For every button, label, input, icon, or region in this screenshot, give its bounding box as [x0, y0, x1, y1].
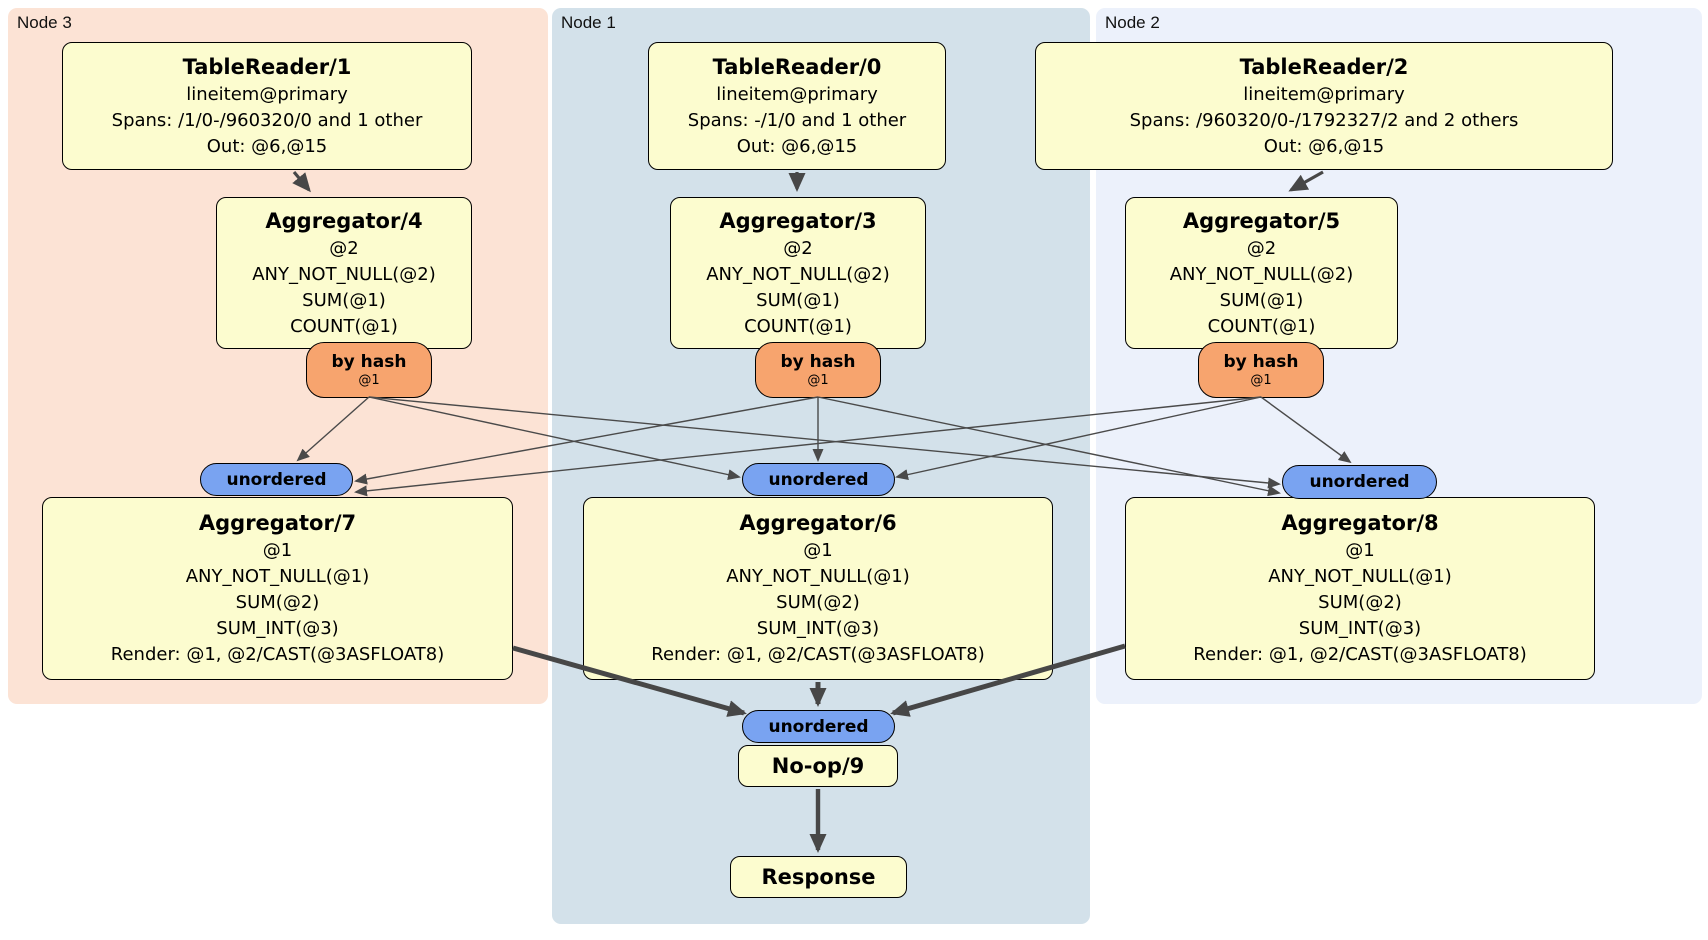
- unordered-sync-node3: unordered: [200, 463, 353, 496]
- by-hash-router-node3: by hash @1: [306, 342, 432, 398]
- router-detail: @1: [807, 373, 829, 388]
- router-detail: @1: [1250, 373, 1272, 388]
- proc-line: SUM(@2): [1318, 592, 1402, 613]
- proc-line: ANY_NOT_NULL(@1): [726, 566, 910, 587]
- proc-title: TableReader/1: [182, 54, 352, 79]
- sync-label: unordered: [768, 469, 869, 490]
- aggregator-6-box: Aggregator/6 @1 ANY_NOT_NULL(@1) SUM(@2)…: [583, 497, 1053, 680]
- proc-line: @2: [1246, 237, 1277, 259]
- proc-line: lineitem@primary: [1243, 83, 1405, 105]
- proc-line: COUNT(@1): [1207, 315, 1316, 337]
- aggregator-8-box: Aggregator/8 @1 ANY_NOT_NULL(@1) SUM(@2)…: [1125, 497, 1595, 680]
- proc-line: SUM(@2): [235, 592, 320, 613]
- proc-line: Spans: /1/0-/960320/0 and 1 other: [111, 109, 423, 131]
- proc-line: SUM(@1): [756, 289, 840, 311]
- proc-line: SUM_INT(@3): [1298, 618, 1422, 639]
- proc-line: ANY_NOT_NULL(@2): [252, 263, 436, 285]
- by-hash-router-node2: by hash @1: [1198, 342, 1324, 398]
- proc-title: Aggregator/5: [1182, 208, 1341, 233]
- proc-title: Aggregator/4: [265, 208, 423, 233]
- proc-line: Out: @6,@15: [1263, 135, 1385, 157]
- proc-line: SUM(@1): [302, 289, 386, 311]
- proc-line: Render: @1, @2/CAST(@3ASFLOAT8): [651, 644, 985, 665]
- node3-label: Node 3: [17, 13, 72, 32]
- by-hash-router-node1: by hash @1: [755, 342, 881, 398]
- final-unordered-sync: unordered: [742, 710, 895, 743]
- proc-line: Render: @1, @2/CAST(@3ASFLOAT8): [1193, 644, 1527, 665]
- proc-line: Spans: /960320/0-/1792327/2 and 2 others: [1129, 109, 1519, 131]
- unordered-sync-node1: unordered: [742, 463, 895, 496]
- proc-title: Aggregator/3: [719, 208, 877, 233]
- proc-line: @2: [329, 237, 359, 259]
- proc-line: Render: @1, @2/CAST(@3ASFLOAT8): [110, 644, 445, 665]
- router-label: by hash: [331, 352, 407, 372]
- unordered-sync-node2: unordered: [1282, 465, 1437, 499]
- tablereader-2-box: TableReader/2 lineitem@primary Spans: /9…: [1035, 42, 1613, 170]
- proc-title: TableReader/2: [1239, 54, 1409, 79]
- tablereader-1-box: TableReader/1 lineitem@primary Spans: /1…: [62, 42, 472, 170]
- proc-line: Out: @6,@15: [736, 135, 858, 157]
- proc-line: @1: [1345, 540, 1375, 561]
- proc-line: Spans: -/1/0 and 1 other: [687, 109, 907, 131]
- noop-9-box: No-op/9: [738, 745, 898, 787]
- proc-title: TableReader/0: [712, 54, 882, 79]
- node2-label: Node 2: [1105, 13, 1160, 32]
- sync-label: unordered: [226, 469, 327, 490]
- proc-line: SUM_INT(@3): [216, 618, 339, 639]
- proc-line: ANY_NOT_NULL(@1): [1268, 566, 1452, 587]
- proc-line: lineitem@primary: [186, 83, 348, 105]
- aggregator-5-box: Aggregator/5 @2 ANY_NOT_NULL(@2) SUM(@1)…: [1125, 197, 1398, 349]
- proc-title: No-op/9: [771, 753, 865, 778]
- proc-line: ANY_NOT_NULL(@2): [1169, 263, 1354, 285]
- aggregator-3-box: Aggregator/3 @2 ANY_NOT_NULL(@2) SUM(@1)…: [670, 197, 926, 349]
- proc-title: Aggregator/6: [739, 511, 897, 535]
- proc-line: Out: @6,@15: [206, 135, 328, 157]
- sync-label: unordered: [768, 716, 869, 737]
- proc-line: ANY_NOT_NULL(@1): [185, 566, 370, 587]
- proc-line: SUM(@1): [1219, 289, 1304, 311]
- proc-line: COUNT(@1): [744, 315, 852, 337]
- proc-line: @1: [262, 540, 293, 561]
- aggregator-4-box: Aggregator/4 @2 ANY_NOT_NULL(@2) SUM(@1)…: [216, 197, 472, 349]
- response-box: Response: [730, 856, 907, 898]
- router-detail: @1: [358, 373, 380, 388]
- proc-line: SUM(@2): [776, 592, 860, 613]
- proc-line: lineitem@primary: [716, 83, 878, 105]
- tablereader-0-box: TableReader/0 lineitem@primary Spans: -/…: [648, 42, 946, 170]
- proc-line: ANY_NOT_NULL(@2): [706, 263, 890, 285]
- proc-line: @2: [783, 237, 813, 259]
- aggregator-7-box: Aggregator/7 @1 ANY_NOT_NULL(@1) SUM(@2)…: [42, 497, 513, 680]
- router-label: by hash: [780, 352, 856, 372]
- proc-line: COUNT(@1): [290, 315, 398, 337]
- node1-label: Node 1: [561, 13, 616, 32]
- proc-title: Response: [761, 864, 876, 889]
- sync-label: unordered: [1309, 472, 1410, 492]
- proc-line: @1: [803, 540, 833, 561]
- router-label: by hash: [1223, 352, 1299, 372]
- proc-line: SUM_INT(@3): [756, 618, 880, 639]
- proc-title: Aggregator/8: [1281, 511, 1439, 535]
- proc-title: Aggregator/7: [198, 511, 357, 535]
